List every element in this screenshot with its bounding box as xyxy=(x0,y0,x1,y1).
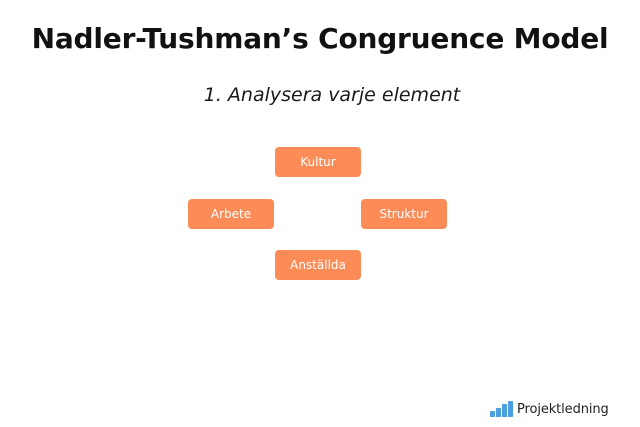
slide-title: Nadler-Tushman’s Congruence Model xyxy=(31,22,609,55)
element-box-kultur: Kultur xyxy=(275,147,361,177)
projektledning-logo: Projektledning xyxy=(490,399,609,419)
element-box-arbete: Arbete xyxy=(188,199,274,229)
logo-text: Projektledning xyxy=(517,401,609,417)
element-box-struktur: Struktur xyxy=(361,199,447,229)
element-box-anstallda: Anställda xyxy=(275,250,361,280)
slide-subtitle: 1. Analysera varje element xyxy=(203,84,461,106)
bar-chart-icon xyxy=(490,401,513,417)
